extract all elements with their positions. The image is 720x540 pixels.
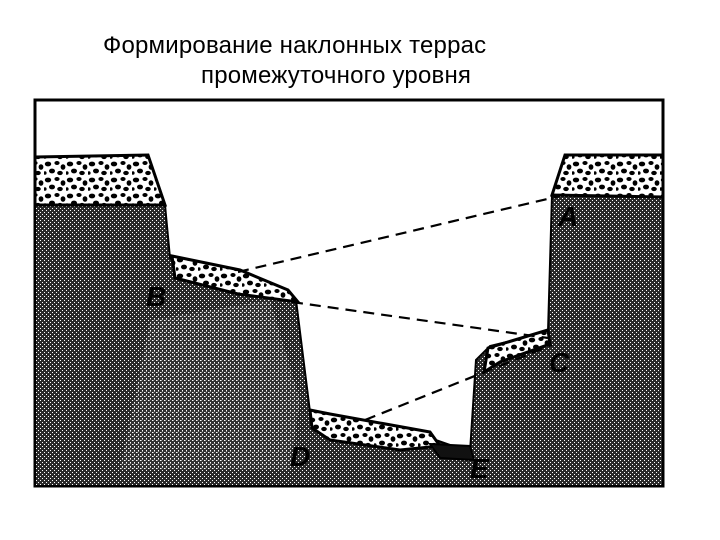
label-b: B [146, 281, 166, 312]
alluvium-upper-left [35, 155, 165, 205]
label-e: E [470, 453, 490, 484]
label-c: C [549, 347, 570, 378]
alluvium-upper-right [552, 155, 663, 197]
label-a: A [557, 201, 578, 232]
label-d: D [290, 441, 310, 472]
